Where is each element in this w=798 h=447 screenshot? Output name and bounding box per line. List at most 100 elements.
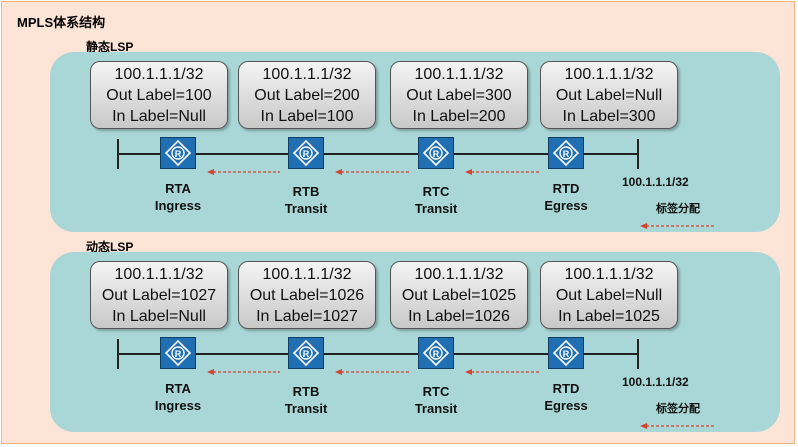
card-out-label: Out Label=Null	[555, 286, 663, 304]
legend-arrow	[640, 217, 714, 235]
card-prefix: 100.1.1.1/32	[262, 65, 352, 83]
card-in-label: In Label=300	[562, 107, 656, 125]
router-label: RTC Transit	[391, 383, 481, 417]
router-icon: R	[165, 340, 191, 366]
svg-text:R: R	[303, 149, 310, 159]
router-icon: R	[293, 140, 319, 166]
section-label: 动态LSP	[86, 240, 134, 254]
card-out-label: Out Label=1027	[101, 286, 217, 304]
router-node[interactable]: R	[548, 137, 584, 169]
card-out-label: Out Label=1025	[401, 286, 517, 304]
router-role: Egress	[544, 398, 588, 413]
destination-prefix: 100.1.1.1/32	[622, 175, 689, 189]
router-node[interactable]: R	[548, 337, 584, 369]
lsp-path-line	[118, 153, 638, 155]
svg-text:R: R	[433, 149, 440, 159]
router-label: RTA Ingress	[133, 180, 223, 214]
router-label: RTA Ingress	[133, 380, 223, 414]
router-icon: R	[423, 140, 449, 166]
svg-text:R: R	[175, 349, 182, 359]
label-distribution-arrow	[335, 363, 410, 381]
card-prefix: 100.1.1.1/32	[564, 265, 654, 283]
router-name: RTC	[422, 384, 450, 399]
card-in-label: In Label=Null	[112, 107, 206, 125]
card-in-label: In Label=200	[412, 107, 506, 125]
router-name: RTA	[165, 181, 191, 196]
path-end-tick	[637, 139, 639, 169]
router-icon: R	[293, 340, 319, 366]
path-end-tick	[637, 339, 639, 369]
page-title: MPLS体系结构	[17, 15, 106, 30]
router-label: RTD Egress	[521, 180, 611, 214]
lsp-path-line	[118, 353, 638, 355]
router-node[interactable]: R	[288, 137, 324, 169]
card-prefix: 100.1.1.1/32	[114, 65, 204, 83]
router-label: RTC Transit	[391, 183, 481, 217]
label-distribution-arrow	[335, 163, 410, 181]
card-out-label: Out Label=1026	[249, 286, 365, 304]
card-prefix: 100.1.1.1/32	[414, 265, 504, 283]
legend-label: 标签分配	[656, 403, 700, 415]
router-role: Egress	[544, 198, 588, 213]
destination-prefix: 100.1.1.1/32	[622, 375, 689, 389]
card-out-label: Out Label=100	[106, 86, 212, 104]
router-node[interactable]: R	[160, 337, 196, 369]
card-out-label: Out Label=300	[406, 86, 512, 104]
legend-label: 标签分配	[656, 203, 700, 215]
svg-text:R: R	[563, 349, 570, 359]
router-name: RTC	[422, 184, 450, 199]
card-prefix: 100.1.1.1/32	[564, 65, 654, 83]
svg-text:R: R	[563, 149, 570, 159]
path-start-tick	[117, 139, 119, 169]
router-node[interactable]: R	[418, 337, 454, 369]
card-in-label: In Label=100	[260, 107, 354, 125]
router-role: Transit	[284, 401, 328, 416]
router-name: RTD	[552, 181, 580, 196]
router-node[interactable]: R	[288, 337, 324, 369]
card-prefix: 100.1.1.1/32	[114, 265, 204, 283]
router-role: Transit	[414, 401, 458, 416]
svg-text:R: R	[433, 349, 440, 359]
router-node[interactable]: R	[418, 137, 454, 169]
card-in-label: In Label=Null	[112, 307, 206, 325]
card-prefix: 100.1.1.1/32	[414, 65, 504, 83]
router-role: Transit	[284, 201, 328, 216]
router-node[interactable]: R	[160, 137, 196, 169]
router-role: Ingress	[154, 198, 202, 213]
router-role: Transit	[414, 201, 458, 216]
router-icon: R	[553, 340, 579, 366]
router-icon: R	[423, 340, 449, 366]
router-name: RTB	[292, 384, 320, 399]
card-in-label: In Label=1025	[558, 307, 660, 325]
card-in-label: In Label=1027	[256, 307, 358, 325]
card-out-label: Out Label=200	[254, 86, 360, 104]
router-label: RTD Egress	[521, 380, 611, 414]
router-name: RTD	[552, 381, 580, 396]
svg-text:R: R	[175, 149, 182, 159]
label-distribution-arrow	[207, 363, 280, 381]
router-role: Ingress	[154, 398, 202, 413]
router-name: RTA	[165, 381, 191, 396]
label-distribution-arrow	[465, 363, 540, 381]
router-icon: R	[553, 140, 579, 166]
section-label: 静态LSP	[86, 40, 134, 54]
router-icon: R	[165, 140, 191, 166]
card-in-label: In Label=1026	[408, 307, 510, 325]
label-distribution-arrow	[207, 163, 280, 181]
label-distribution-arrow	[465, 163, 540, 181]
card-prefix: 100.1.1.1/32	[262, 265, 352, 283]
card-out-label: Out Label=Null	[555, 86, 663, 104]
path-start-tick	[117, 339, 119, 369]
legend-arrow	[640, 417, 714, 435]
router-label: RTB Transit	[261, 383, 351, 417]
svg-text:R: R	[303, 349, 310, 359]
